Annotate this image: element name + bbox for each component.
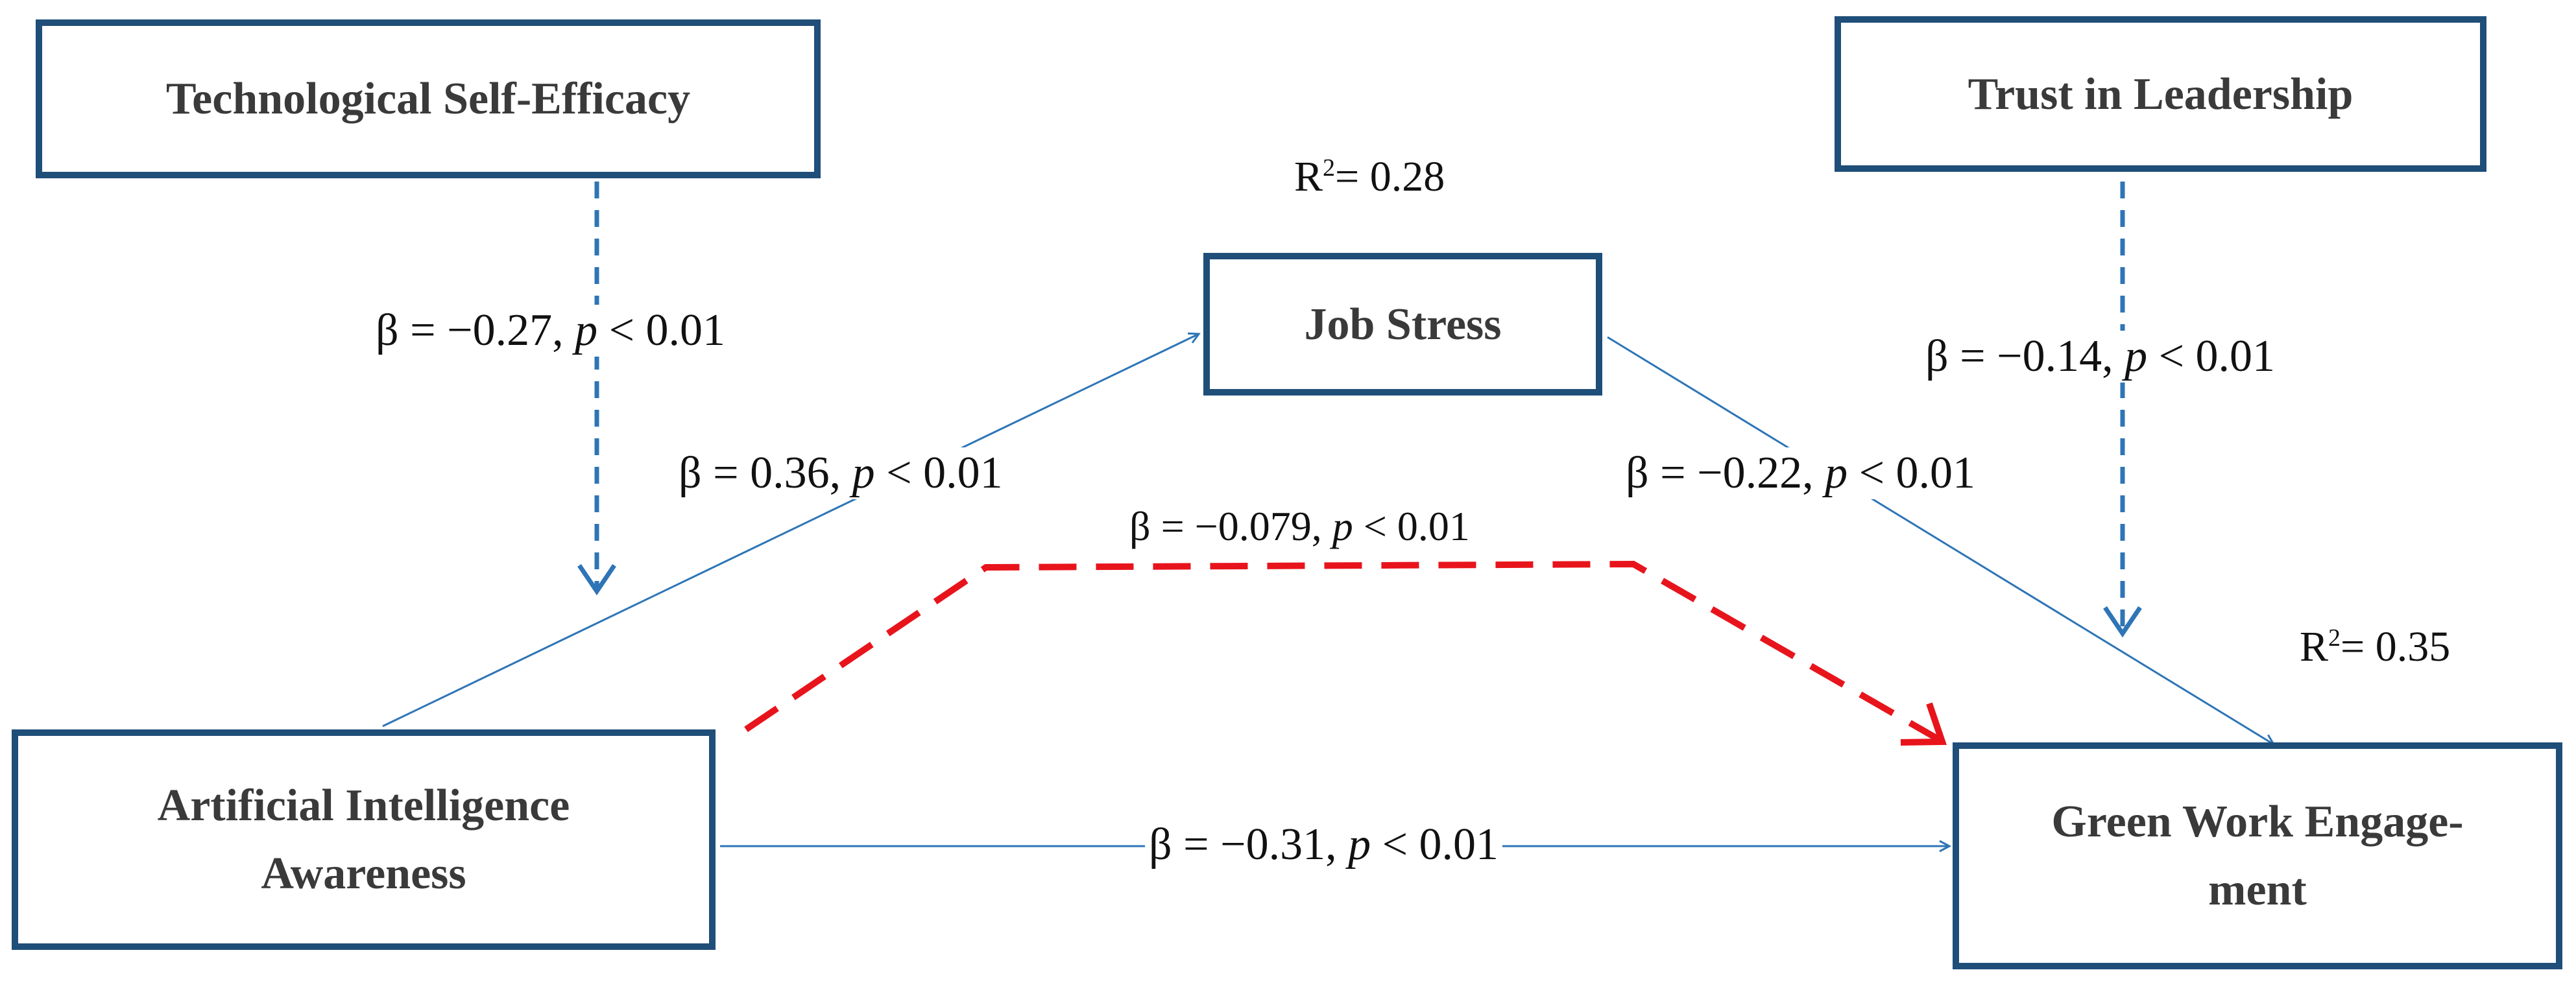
node-trust-in-leadership: Trust in Leadership (1835, 16, 2486, 172)
node-ai-awareness: Artificial Intelligence Awareness (12, 729, 716, 950)
coef-indirect-effect: β = −0.079, p < 0.01 (1129, 503, 1470, 549)
node-job-stress: Job Stress (1203, 253, 1602, 396)
r2-job-stress: R2= 0.28 (1294, 153, 1445, 200)
indirect-effect-line (744, 560, 1940, 742)
node-green-work-engagement: Green Work Engage- ment (1953, 742, 2562, 969)
js-to-gwe-line (1607, 336, 2274, 744)
tse-moderation-arrowhead (577, 564, 616, 596)
node-aia-label: Artificial Intelligence Awareness (158, 772, 570, 908)
aia-to-js-line (382, 334, 1199, 727)
node-tse-label: Technological Self-Efficacy (165, 74, 691, 124)
node-aia-label-line2: Awareness (261, 849, 466, 899)
node-js-label: Job Stress (1304, 299, 1502, 349)
tl-moderation-arrowhead (2103, 606, 2142, 638)
coef-tl-moderation: β = −0.14, p < 0.01 (1921, 331, 2280, 383)
node-gwe-label-line2: ment (2208, 865, 2307, 915)
coef-direct-effect: β = −0.31, p < 0.01 (1145, 819, 1503, 871)
indirect-effect-arrowhead (1900, 702, 1947, 746)
coef-aia-to-js: β = 0.36, p < 0.01 (675, 447, 1007, 499)
node-tl-label: Trust in Leadership (1968, 69, 2353, 119)
coef-js-to-gwe: β = −0.22, p < 0.01 (1622, 447, 1980, 499)
node-technological-self-efficacy: Technological Self-Efficacy (36, 19, 821, 178)
node-gwe-label: Green Work Engage- ment (2051, 788, 2463, 924)
node-aia-label-line1: Artificial Intelligence (157, 781, 570, 831)
coef-tse-moderation: β = −0.27, p < 0.01 (372, 305, 730, 357)
node-gwe-label-line1: Green Work Engage- (2051, 797, 2464, 847)
r2-green-work-engagement: R2= 0.35 (2300, 623, 2451, 670)
